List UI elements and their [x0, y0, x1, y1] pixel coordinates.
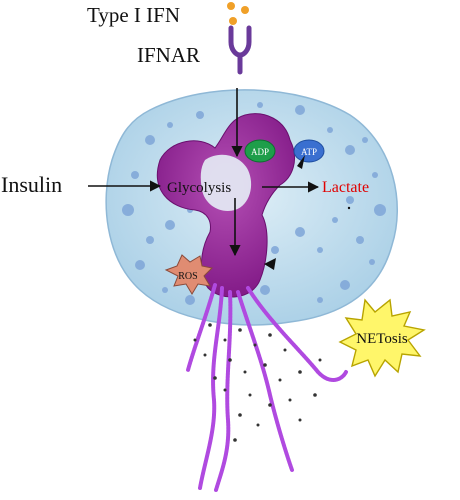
glycolysis-label: Glycolysis [167, 180, 231, 196]
adp-to-atp-arrowhead [297, 155, 305, 169]
adp-node [244, 139, 276, 163]
nucleus-pale-center [200, 154, 252, 211]
netosis-label: NETosis [356, 331, 408, 347]
adp-label: ADP [251, 147, 269, 157]
ifnar-label: IFNAR [137, 43, 200, 67]
net-fibers [186, 283, 348, 492]
atp-label: ATP [301, 147, 317, 157]
type-i-ifn-label: Type I IFN [87, 3, 180, 27]
netosis-burst [338, 298, 426, 378]
ifn-ligand-dots [227, 2, 249, 25]
ros-pointer-arrowhead [264, 258, 276, 270]
lactate-label: Lactate [322, 179, 369, 196]
net-debris [193, 323, 322, 442]
cytoplasm-granules [122, 102, 386, 305]
ifnar-receptor [228, 25, 252, 75]
atp-node [293, 139, 325, 163]
insulin-label: Insulin [1, 172, 62, 197]
lactate-mark [347, 206, 351, 210]
ros-burst [164, 254, 214, 295]
ros-label: ROS [178, 271, 197, 282]
